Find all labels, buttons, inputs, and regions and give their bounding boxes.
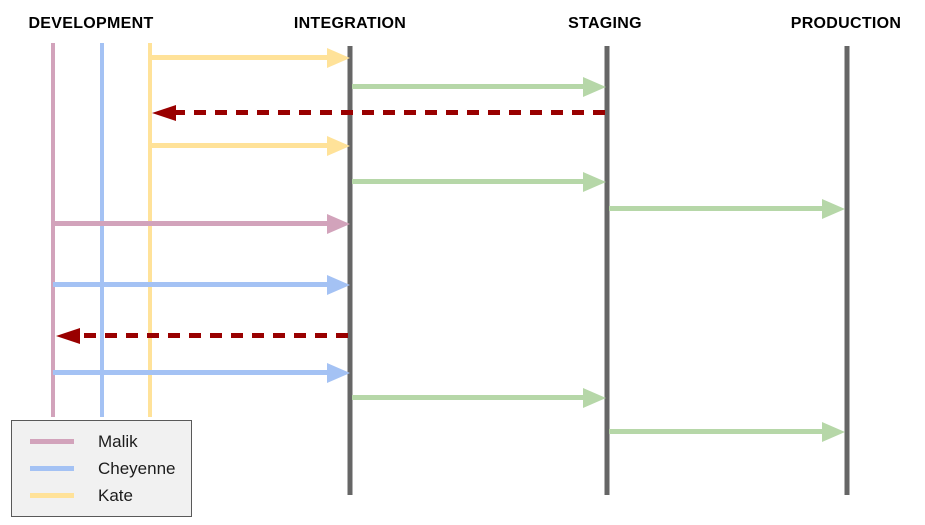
arrow-line [352,179,587,184]
arrow-head [822,422,845,442]
arrow-head [327,275,350,295]
lifeline-staging [604,46,610,495]
arrow-head [152,105,176,121]
lifeline-integration [347,46,353,495]
env-label-staging: STAGING [568,15,642,32]
arrow-line [53,282,331,287]
arrow-line [150,143,331,148]
env-label-production: PRODUCTION [790,15,902,32]
arrow-head [583,77,606,97]
arrow-line [172,110,605,115]
arrow-line [53,370,331,375]
legend-label-malik: Malik [98,431,138,451]
arrow-head [56,328,80,344]
arrow-head [327,214,350,234]
env-label-integration: INTEGRATION [293,15,407,32]
arrow-head [583,172,606,192]
lifeline-production [844,46,850,495]
arrow-line [53,221,331,226]
legend-item-kate: Kate [30,485,191,507]
arrow-line [150,55,331,60]
arrow-head [822,199,845,219]
arrow-line [352,395,587,400]
dev-lane-malik [51,43,55,417]
dev-lane-kate [148,43,152,417]
arrow-line [76,333,348,338]
arrow-head [327,48,350,68]
legend-swatch-cheyenne [30,466,74,471]
legend-label-kate: Kate [98,485,133,505]
legend-item-cheyenne: Cheyenne [30,458,191,480]
arrow-head [327,363,350,383]
env-label-development: DEVELOPMENT [28,15,154,32]
legend-item-malik: Malik [30,431,191,453]
arrow-line [609,429,826,434]
legend-swatch-kate [30,493,74,498]
legend-label-cheyenne: Cheyenne [98,458,176,478]
arrow-head [327,136,350,156]
dev-lane-cheyenne [100,43,104,417]
arrow-line [352,84,587,89]
legend-swatch-malik [30,439,74,444]
arrow-head [583,388,606,408]
arrow-line [609,206,826,211]
legend: Malik Cheyenne Kate [11,420,192,517]
